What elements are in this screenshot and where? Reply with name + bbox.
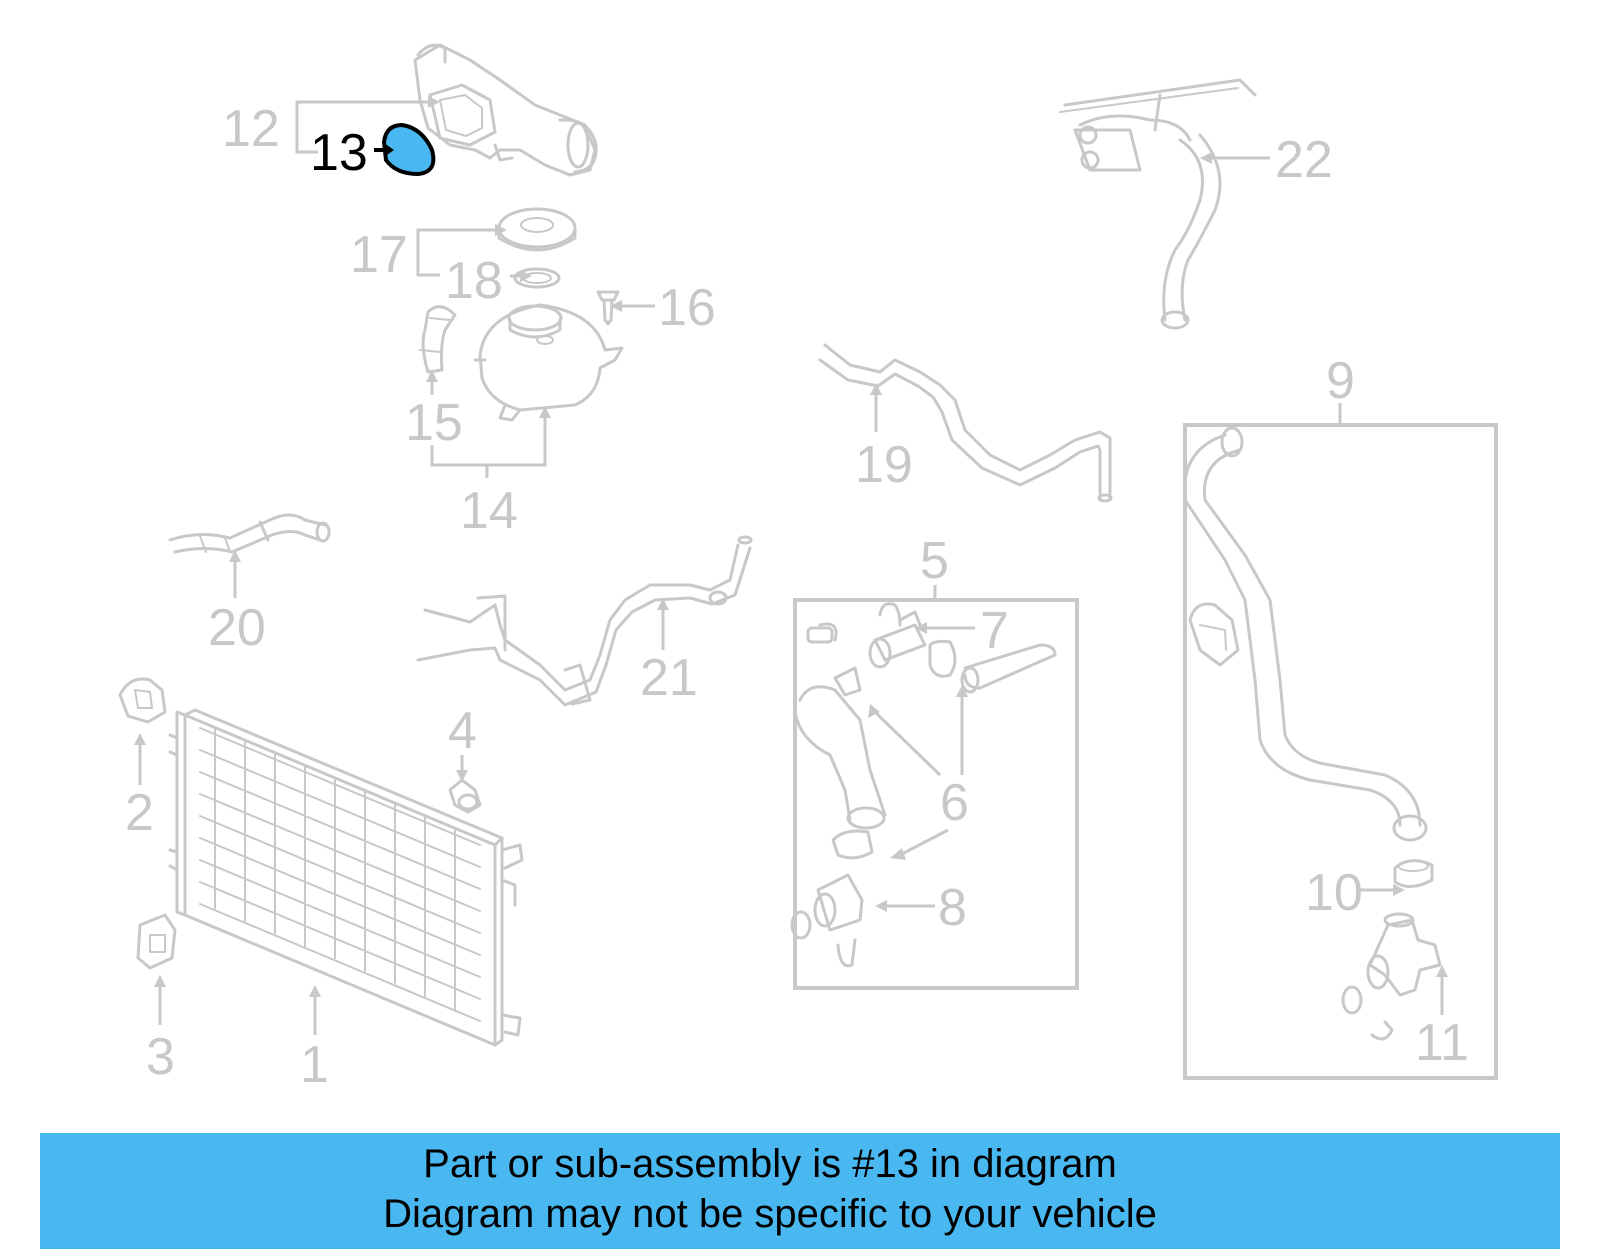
group-box-5 — [793, 598, 1079, 990]
part-19-coolant-pipe — [818, 343, 1113, 503]
callout-17: 17 — [350, 226, 408, 284]
part-12-coolant-flange — [413, 43, 598, 177]
callout-1: 1 — [300, 1036, 329, 1094]
callout-3: 3 — [146, 1028, 175, 1086]
leader-lines — [138, 100, 1444, 1035]
callout-8: 8 — [938, 879, 967, 937]
callout-15: 15 — [405, 394, 463, 452]
callout-21: 21 — [640, 649, 698, 707]
part-3-bracket — [136, 913, 177, 970]
part-7-clamp — [898, 610, 922, 627]
part-17-cap — [497, 207, 577, 252]
part-13-gasket[interactable] — [381, 122, 436, 177]
callout-11: 11 — [1415, 1014, 1469, 1072]
callout-7: 7 — [980, 602, 1009, 660]
part-22-coolant-hose — [1059, 78, 1257, 330]
callout-4: 4 — [448, 702, 477, 760]
callout-6: 6 — [940, 774, 969, 832]
part-14-expansion-tank — [473, 303, 624, 422]
callout-16: 16 — [658, 279, 716, 337]
callout-22: 22 — [1275, 131, 1333, 189]
callout-10: 10 — [1305, 864, 1363, 922]
callout-9: 9 — [1326, 352, 1355, 410]
part-21-coolant-pipe — [416, 535, 753, 707]
banner-part-notice: Part or sub-assembly is #13 in diagram — [423, 1142, 1117, 1186]
part-10-clamp — [1393, 859, 1434, 888]
part-4-sensor — [448, 778, 482, 814]
callout-2: 2 — [125, 784, 154, 842]
part-15-hose — [419, 305, 457, 374]
part-5-hose-kit — [790, 602, 1057, 968]
callout-14: 14 — [460, 482, 518, 540]
part-1-radiator — [168, 708, 524, 1047]
part-11-connector — [1341, 912, 1442, 1041]
callout-5: 5 — [920, 532, 949, 590]
part-20-hose — [168, 513, 331, 554]
banner-disclaimer: Diagram may not be specific to your vehi… — [383, 1192, 1157, 1236]
info-banner: Part or sub-assembly is #13 in diagram D… — [40, 1133, 1560, 1249]
callout-labels: 12 13 17 18 16 15 14 19 22 20 21 9 5 7 4… — [125, 100, 1469, 1094]
callout-19: 19 — [855, 436, 913, 494]
callout-18: 18 — [445, 252, 503, 310]
part-2-bracket — [118, 677, 167, 724]
part-16-screw — [596, 290, 620, 326]
callout-13[interactable]: 13 — [310, 124, 368, 182]
callout-12: 12 — [222, 100, 280, 158]
part-9-hose — [1183, 426, 1428, 842]
group-box-9 — [1183, 423, 1498, 1080]
callout-20: 20 — [208, 599, 266, 657]
leader-arrowheads — [134, 96, 1448, 997]
